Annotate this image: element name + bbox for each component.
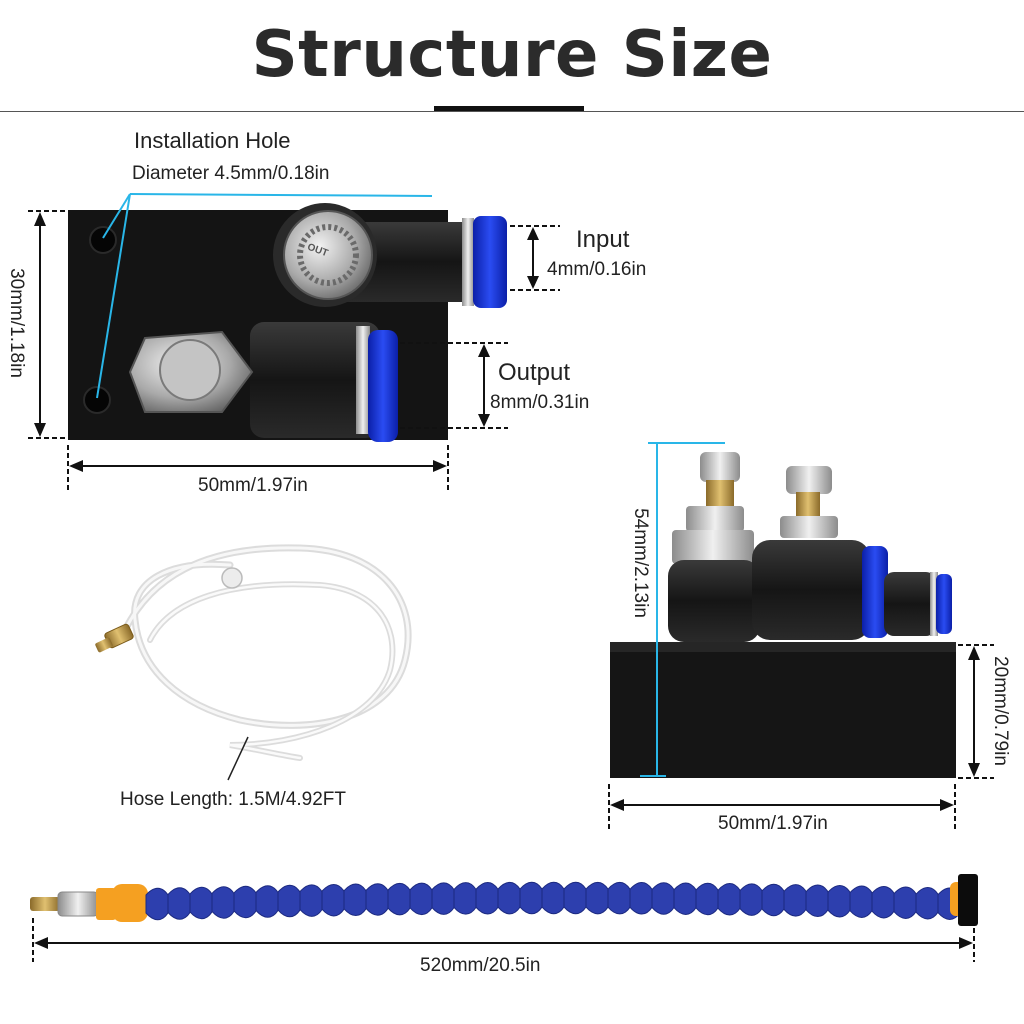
side-view-block [610,642,956,778]
hose-segment [695,882,719,916]
hose-segment [343,883,367,917]
output-label: Output [498,359,571,386]
side-view-fittings [668,452,952,642]
top-view-width-label: 50mm/1.97in [198,475,308,496]
hose-segment [607,881,631,915]
installation-hole-diameter: Diameter 4.5mm/0.18in [132,163,330,184]
hose-segment [365,883,389,916]
input-dimension [510,225,560,291]
hose-segment [673,882,697,915]
side-view-width-label: 50mm/1.97in [718,813,828,834]
side-view-height-dimension [640,442,725,777]
hose-segment [321,883,345,917]
installation-hole-label: Installation Hole [134,128,291,153]
hose-segment [541,881,565,915]
output-dimension [400,342,508,429]
hose-segment [761,883,785,917]
side-view-width-dimension [608,784,956,830]
hose-segment [651,882,675,915]
top-view-height-dimension [28,210,68,439]
side-view-height-label: 54mm/2.13in [630,508,651,618]
hose-segment [783,884,807,917]
hose-segment [189,886,213,920]
hose-segment [211,886,235,919]
hose-segment [871,885,895,919]
title-divider [0,111,1024,112]
hose-segment [475,881,499,915]
title-divider-accent [434,106,584,111]
installation-hole-pointer [96,193,433,399]
page-title: Structure Size [251,18,773,92]
top-view-height-label: 30mm/1.18in [6,268,27,378]
hose-segment [145,887,169,921]
side-view-block-height-label: 20mm/0.79in [990,656,1011,766]
hose-segment [519,881,543,915]
hose-segment [827,885,851,918]
top-view-output-fitting [128,322,398,442]
hose-segment [233,885,257,919]
hose-segment [849,885,873,918]
input-dimension-label: 4mm/0.16in [547,259,647,280]
hose-segment [893,886,917,919]
hose-segment [585,881,609,915]
hose-segment [167,887,191,920]
hose-segment [805,884,829,918]
hose-segment [739,883,763,916]
hose-length-label: Hose Length: 1.5M/4.92FT [120,789,347,810]
side-view-block-height-dimension [958,644,994,779]
nozzle-illustration [30,874,978,926]
hose-segment [717,883,741,916]
hose-segment [563,881,587,915]
hose-segment [629,882,653,915]
hose-segment [387,882,411,916]
hose-segment [497,881,521,915]
top-view-width-dimension [67,445,449,492]
top-view-input-fitting [273,203,507,308]
hose-segment [431,882,455,915]
hose-segment [915,886,939,920]
hose-segment [277,884,301,918]
hose-segment [255,885,279,918]
output-dimension-label: 8mm/0.31in [490,392,590,413]
input-label: Input [576,226,630,253]
nozzle-length-dimension [32,918,975,962]
hose-segment [453,882,477,915]
nozzle-length-label: 520mm/20.5in [420,955,541,976]
hose-illustration [95,544,412,761]
hose-segment [299,884,323,917]
hose-segment [409,882,433,916]
hose-pointer-line [227,736,249,781]
